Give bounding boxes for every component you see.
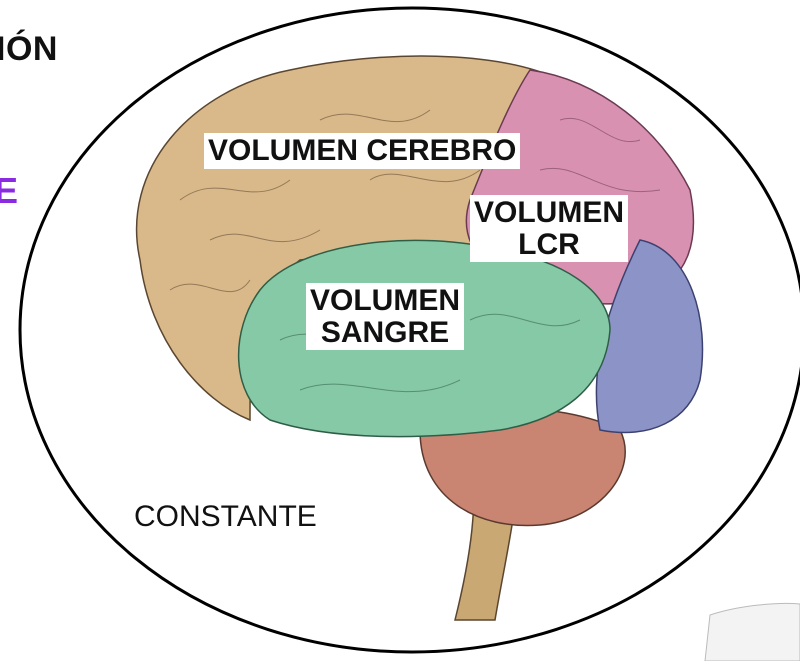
label-lcr-line2: LCR bbox=[474, 229, 624, 261]
label-constante: CONSTANTE bbox=[134, 500, 317, 534]
label-volumen-sangre: VOLUMEN SANGRE bbox=[306, 283, 464, 350]
label-volumen-cerebro-text: VOLUMEN CEREBRO bbox=[208, 134, 516, 167]
label-sangre-line1: VOLUMEN bbox=[310, 285, 460, 317]
label-sangre-line2: SANGRE bbox=[310, 317, 460, 349]
paper-decoration bbox=[705, 603, 800, 661]
label-volumen-cerebro: VOLUMEN CEREBRO bbox=[204, 133, 520, 169]
label-lcr-line1: VOLUMEN bbox=[474, 197, 624, 229]
label-volumen-lcr: VOLUMEN LCR bbox=[470, 195, 628, 262]
